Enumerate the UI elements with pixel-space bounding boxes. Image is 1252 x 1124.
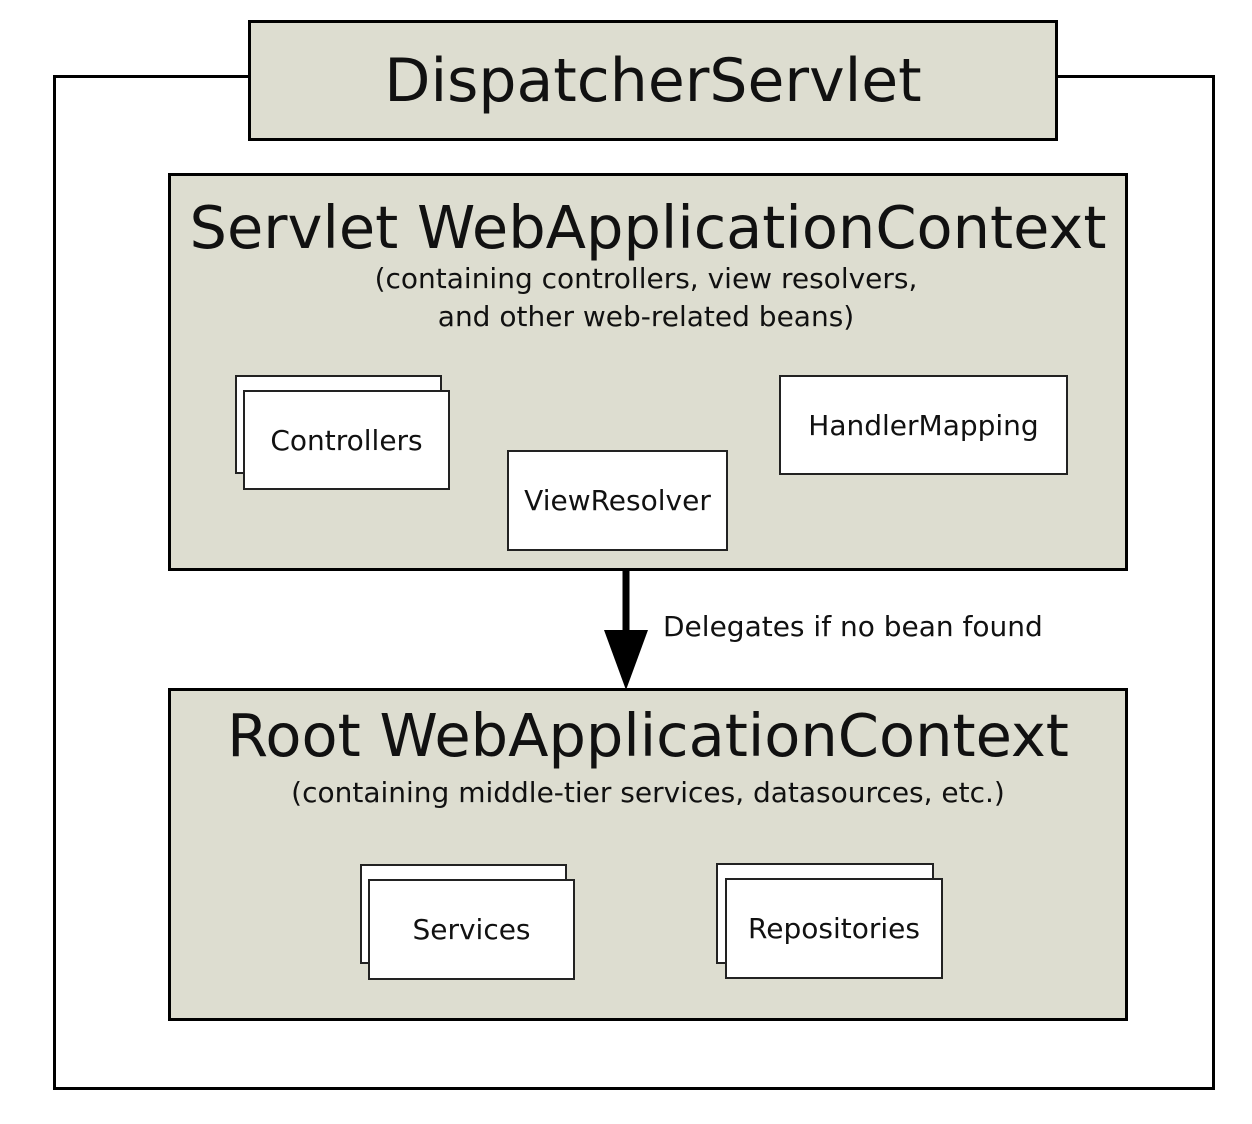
root-context-title: Root WebApplicationContext <box>227 701 1069 770</box>
services-box: Services <box>368 879 575 980</box>
dispatcher-servlet-title: DispatcherServlet <box>248 20 1058 141</box>
root-web-application-context: Root WebApplicationContext (containing m… <box>168 688 1128 1021</box>
handler-mapping-box: HandlerMapping <box>779 375 1068 475</box>
root-context-subtitle: (containing middle-tier services, dataso… <box>291 776 1005 809</box>
view-resolver-box: ViewResolver <box>507 450 728 551</box>
repositories-box: Repositories <box>725 878 943 979</box>
delegation-arrow <box>604 570 648 690</box>
controllers-box: Controllers <box>243 390 450 490</box>
delegation-label: Delegates if no bean found <box>663 610 1043 643</box>
servlet-context-title: Servlet WebApplicationContext <box>189 193 1107 262</box>
servlet-context-subtitle: (containing controllers, view resolvers,… <box>374 262 918 333</box>
